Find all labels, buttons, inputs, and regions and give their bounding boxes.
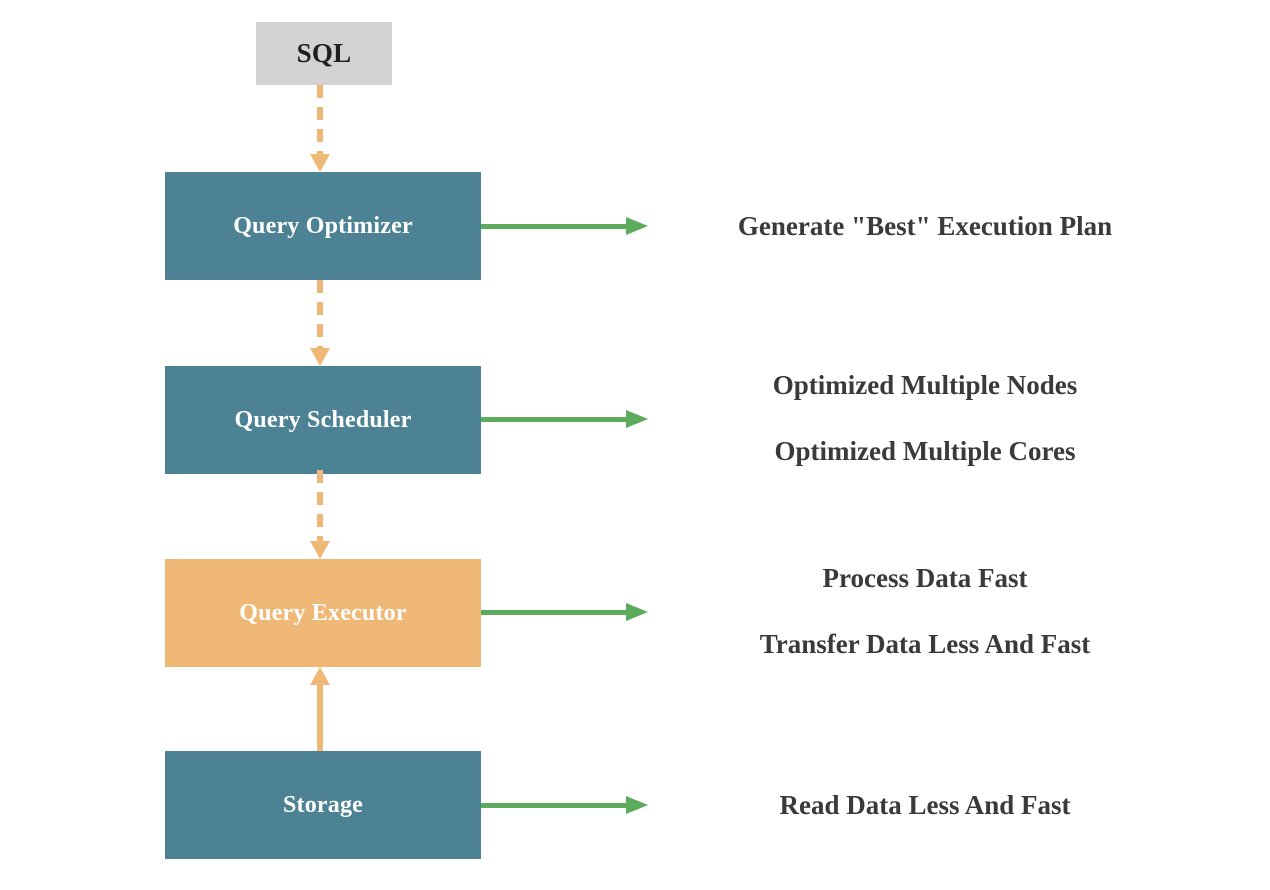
caption-line: Optimized Multiple Cores: [774, 436, 1076, 466]
caption-storage: Read Data Less And Fast: [660, 777, 1190, 833]
caption-scheduler: Optimized Multiple Nodes Optimized Multi…: [660, 357, 1190, 479]
node-query-scheduler: Query Scheduler: [165, 366, 481, 474]
connector-optimizer-to-scheduler-dashed-arrow-icon: [310, 280, 330, 366]
connector-scheduler-to-executor-dashed-arrow-icon: [310, 470, 330, 559]
node-storage-label: Storage: [282, 791, 364, 818]
callout-arrow-scheduler-icon: [481, 410, 648, 428]
callout-arrow-executor-icon: [481, 603, 648, 621]
node-sql-label: SQL: [296, 37, 352, 68]
arrowhead-right-icon: [626, 603, 648, 621]
node-query-scheduler-label: Query Scheduler: [234, 406, 412, 433]
arrow-shaft: [481, 803, 629, 808]
connector-shaft: [317, 685, 323, 751]
arrow-shaft: [481, 224, 629, 229]
callout-arrow-optimizer-icon: [481, 217, 648, 235]
arrowhead-up-icon: [310, 667, 330, 685]
caption-executor: Process Data Fast Transfer Data Less And…: [660, 550, 1190, 672]
caption-line: Process Data Fast: [822, 562, 1028, 593]
connector-sql-to-optimizer-dashed-arrow-icon: [310, 85, 330, 172]
caption-line: Transfer Data Less And Fast: [759, 629, 1091, 659]
arrowhead-down-icon: [310, 541, 330, 559]
connector-shaft: [317, 470, 323, 541]
arrow-shaft: [481, 417, 629, 422]
node-query-optimizer: Query Optimizer: [165, 172, 481, 280]
connector-storage-to-executor-solid-arrow-icon: [310, 667, 330, 751]
caption-line: Optimized Multiple Nodes: [772, 369, 1078, 400]
arrowhead-down-icon: [310, 154, 330, 172]
node-query-optimizer-label: Query Optimizer: [233, 212, 413, 239]
callout-arrow-storage-icon: [481, 796, 648, 814]
arrowhead-right-icon: [626, 410, 648, 428]
arrowhead-right-icon: [626, 217, 648, 235]
caption-line: Generate "Best" Execution Plan: [737, 210, 1113, 241]
caption-line: Read Data Less And Fast: [779, 789, 1071, 820]
node-query-executor-label: Query Executor: [239, 599, 407, 626]
node-sql: SQL: [256, 22, 392, 85]
arrowhead-right-icon: [626, 796, 648, 814]
connector-shaft: [317, 280, 323, 348]
connector-shaft: [317, 85, 323, 154]
arrow-shaft: [481, 610, 629, 615]
arrowhead-down-icon: [310, 348, 330, 366]
caption-optimizer: Generate "Best" Execution Plan: [660, 198, 1190, 254]
node-storage: Storage: [165, 751, 481, 859]
node-query-executor: Query Executor: [165, 559, 481, 667]
